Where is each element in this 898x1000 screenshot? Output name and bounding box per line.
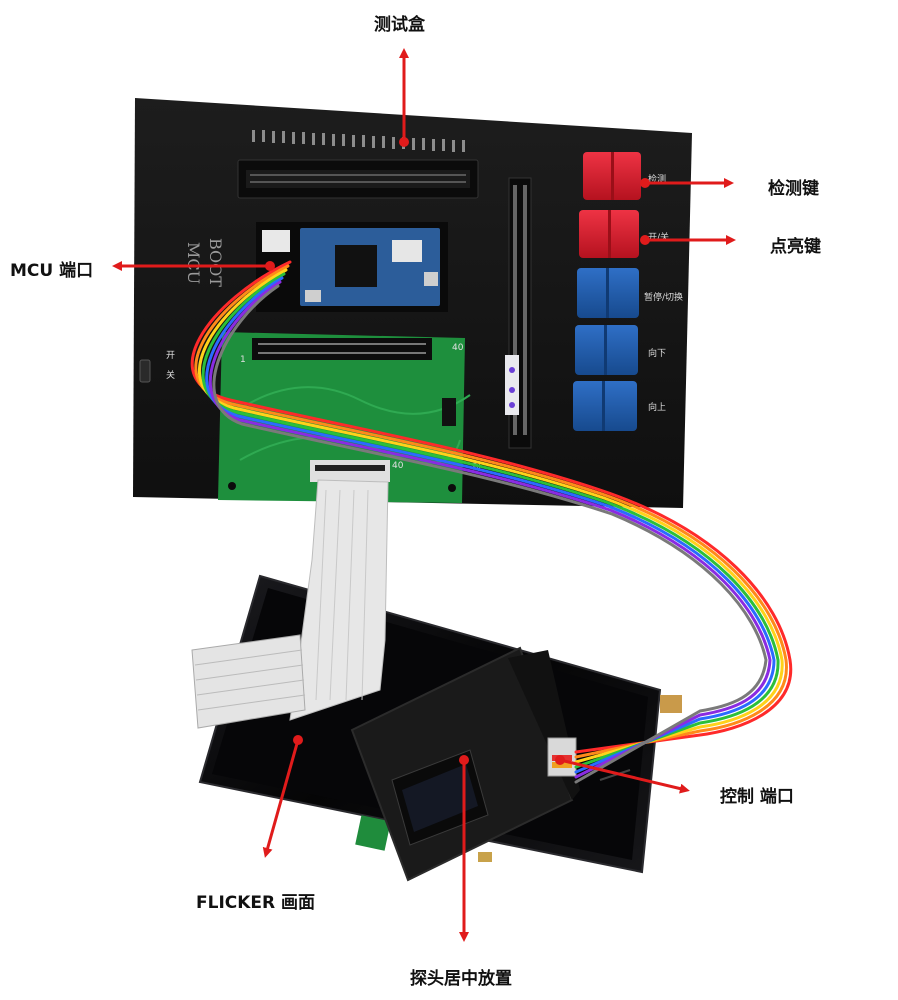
pin-label-strip: [252, 130, 465, 152]
arrow-dots: [265, 137, 650, 765]
power-switch-off-label: 关: [166, 369, 175, 381]
power-switch[interactable]: [139, 359, 151, 383]
rainbow-ribbon-cable: [190, 260, 793, 784]
label-mcu-port: MCU 端口: [10, 261, 94, 281]
down-key[interactable]: 向下: [575, 325, 666, 375]
down-key-label: 向下: [648, 347, 666, 359]
annotation-arrows: [112, 48, 736, 942]
pcb-40-bottom: 40: [392, 461, 404, 471]
white-flex-cable: [191, 479, 389, 729]
up-key[interactable]: 向上: [573, 381, 666, 431]
control-connector: [547, 695, 682, 777]
label-detect-key: 检测键: [768, 179, 819, 199]
label-control-port: 控制 端口: [720, 787, 794, 807]
boot-marking: BOOT: [206, 238, 225, 287]
label-test-box: 测试盒: [374, 15, 425, 35]
vertical-pin-header: [505, 177, 532, 449]
light-key[interactable]: 开/关: [579, 210, 669, 258]
arrow-control-port: [559, 758, 690, 794]
pcb-1: 1: [240, 355, 246, 365]
pause-switch-key[interactable]: 暂停/切换: [577, 268, 683, 318]
power-switch-on-label: 开: [166, 350, 175, 361]
mcu-marking: MCU: [184, 242, 203, 284]
pause-switch-key-label: 暂停/切换: [644, 291, 683, 303]
arrow-flicker-screen: [262, 739, 300, 858]
key-buttons: 检测 开/关 暂停/切换 向下: [573, 152, 683, 431]
label-probe-center: 探头居中放置: [410, 969, 512, 989]
up-key-label: 向上: [648, 401, 666, 413]
pcb-40-top: 40: [452, 343, 464, 353]
label-flicker-screen: FLICKER 画面: [196, 893, 316, 913]
label-light-key: 点亮键: [770, 237, 821, 257]
